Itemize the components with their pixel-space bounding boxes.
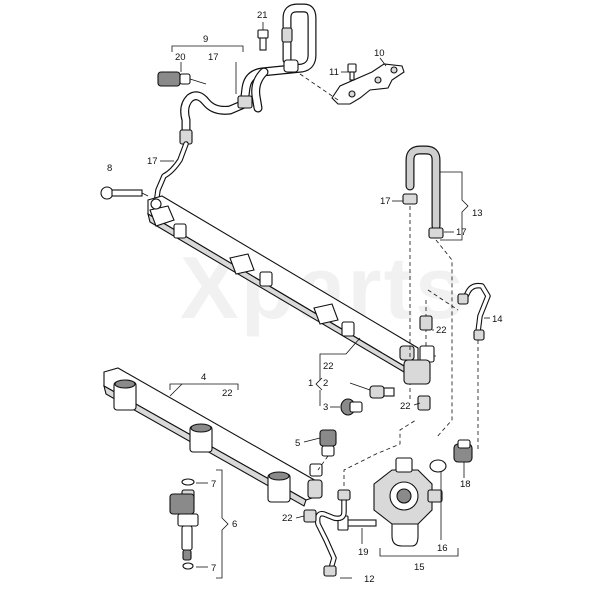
fuel-hose-assembly	[153, 3, 317, 207]
fitting-2	[349, 382, 395, 399]
callout-10: 10	[374, 48, 385, 59]
callout-17-right-1: 17	[380, 196, 391, 207]
callout-6: 6	[232, 519, 237, 530]
leader-lines	[160, 45, 490, 579]
callout-7-bottom: 7	[211, 563, 216, 574]
fuel-line-12	[314, 419, 417, 577]
callout-21: 21	[257, 10, 268, 21]
fuel-hose-13	[402, 145, 453, 439]
bracket-10	[299, 63, 405, 105]
callout-17-right-2: 17	[456, 227, 467, 238]
callout-16: 16	[437, 543, 448, 554]
callout-11: 11	[329, 67, 339, 78]
callout-20: 20	[175, 52, 186, 63]
fuel-line-14	[457, 282, 491, 450]
bolt-8	[100, 186, 149, 200]
callout-5: 5	[295, 438, 300, 449]
pressure-sensor-20	[157, 71, 207, 87]
callout-15: 15	[414, 562, 425, 573]
callout-14: 14	[492, 314, 503, 325]
callout-12: 12	[364, 574, 375, 585]
callout-7-top: 7	[211, 479, 216, 490]
callout-18: 18	[460, 479, 471, 490]
callout-9: 9	[203, 34, 208, 45]
callout-22-e: 22	[282, 513, 293, 524]
connectors-22-right	[403, 315, 435, 411]
callout-13: 13	[472, 208, 483, 219]
callout-labels: 21 9 17 20 10 11 8 17 17 17 13 14 22 22 …	[107, 10, 503, 585]
connector-22-bottom	[303, 509, 317, 523]
callout-8: 8	[107, 163, 112, 174]
callout-3: 3	[323, 402, 328, 413]
callout-2: 2	[323, 378, 328, 389]
fuel-rail-upper	[147, 195, 419, 373]
callout-1: 1	[308, 378, 313, 389]
callout-22-a: 22	[436, 325, 447, 336]
bolt-21	[257, 22, 269, 51]
dashed-guide-1	[427, 289, 459, 311]
callout-22-b: 22	[323, 361, 334, 372]
fuel-injector-6	[169, 478, 199, 570]
callout-22-d: 22	[222, 388, 233, 399]
callout-4: 4	[201, 372, 206, 383]
pressure-sensor-5	[317, 429, 337, 471]
callout-17-left: 17	[147, 156, 158, 167]
callout-19: 19	[358, 547, 369, 558]
callout-17-top: 17	[208, 52, 219, 63]
callout-22-c: 22	[400, 401, 411, 412]
plug-3	[340, 398, 363, 416]
fuel-rail-lower	[103, 367, 323, 507]
high-pressure-pump-15	[337, 439, 473, 547]
